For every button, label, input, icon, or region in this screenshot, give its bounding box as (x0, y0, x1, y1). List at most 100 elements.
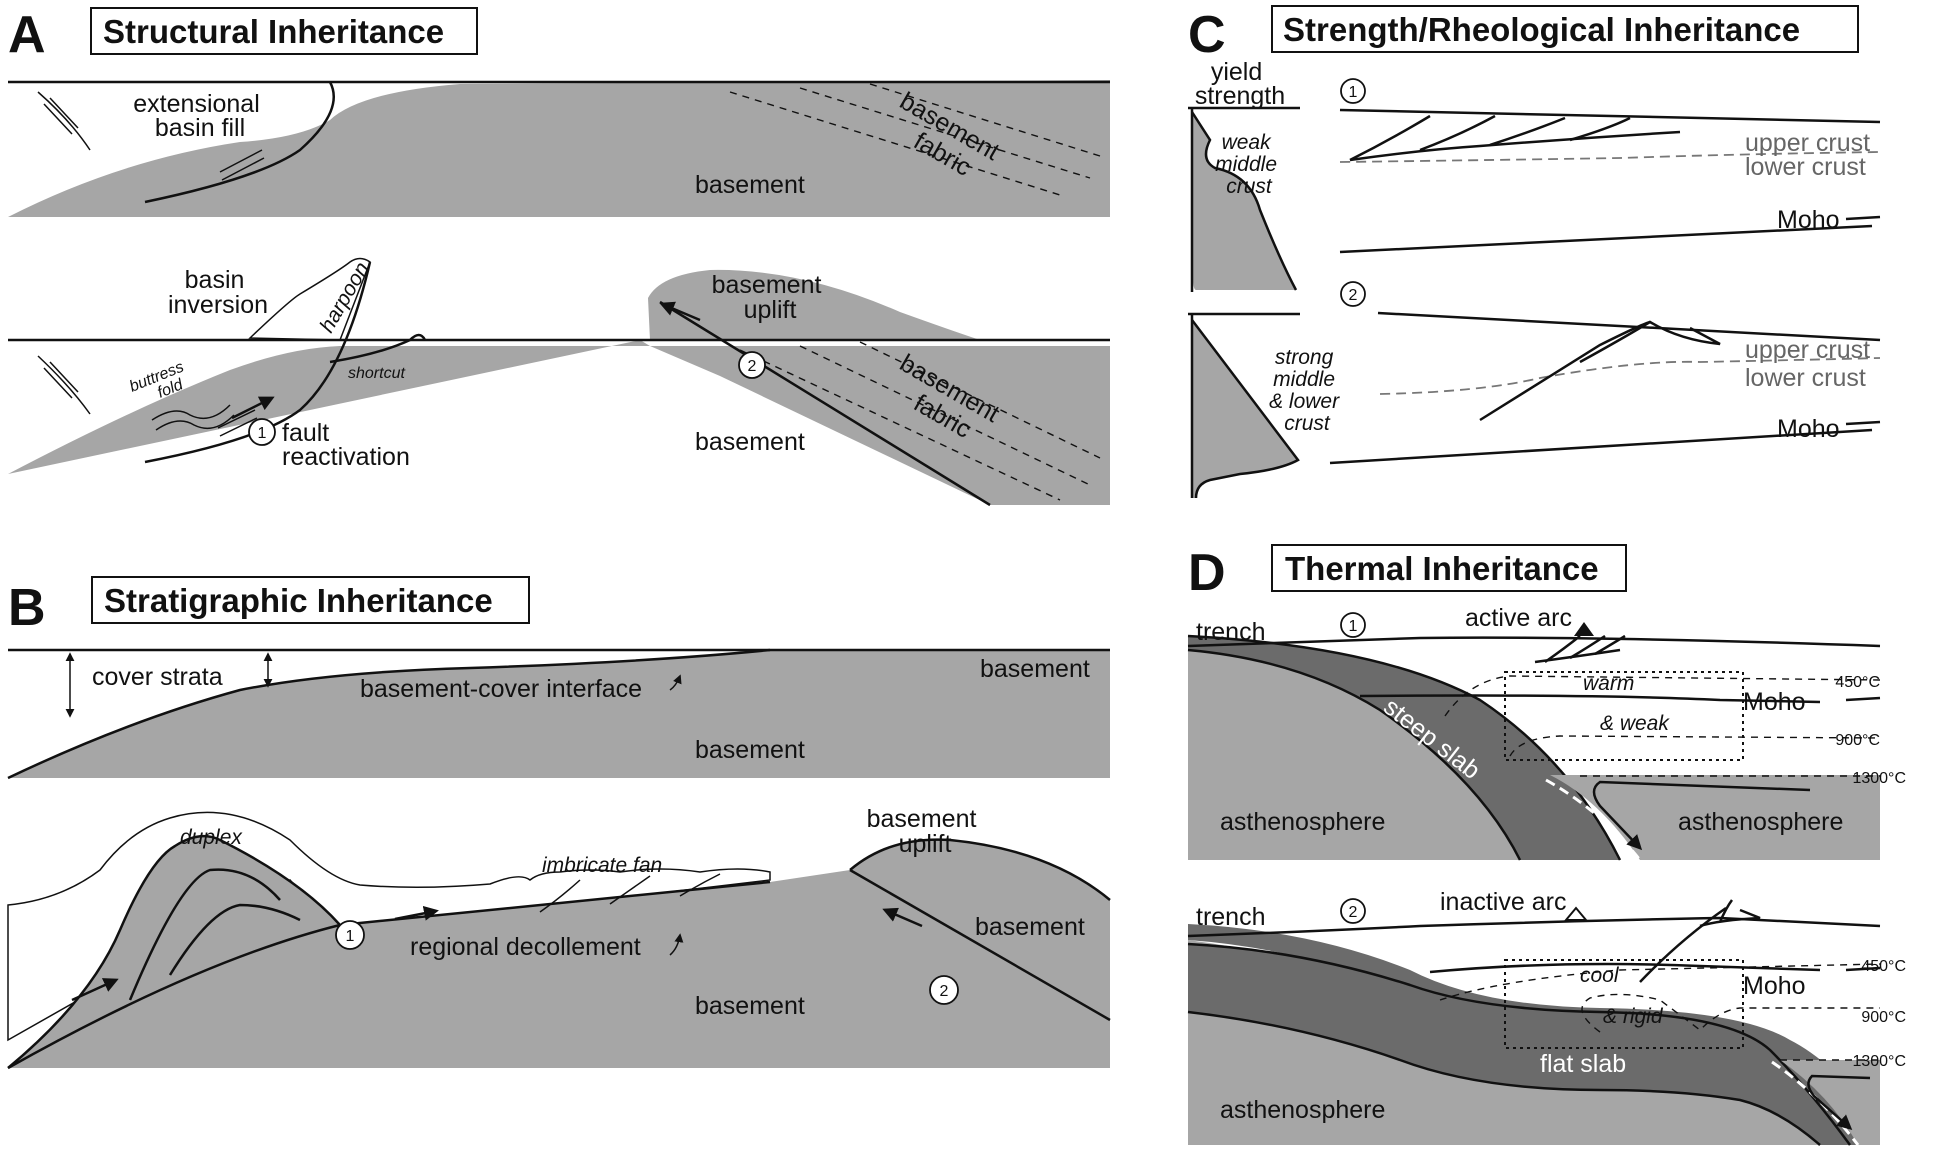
panel-b: B Stratigraphic Inheritance cover strata… (7, 576, 1111, 1070)
cover-strata-deformed (7, 811, 771, 1042)
rigid-label: & rigid (1603, 1005, 1664, 1028)
thrust-1 (1349, 114, 1431, 162)
asthenosphere-label: asthenosphere (1220, 1096, 1385, 1124)
reverse-slip-arrow-icon (231, 396, 275, 420)
basement-right-label: basement (980, 655, 1090, 683)
basement-label: basement (695, 428, 805, 456)
inactive-arc-icon (1563, 906, 1589, 921)
decollement-pointer-icon (669, 933, 684, 956)
marker-1-number: 1 (346, 928, 355, 945)
case-1-circle (1340, 612, 1366, 638)
normal-fault-line (144, 81, 335, 204)
basement-fabric-line-2 (799, 87, 1091, 179)
panel-c-title: Strength/Rheological Inheritance (1283, 11, 1800, 48)
case-2-number: 2 (1349, 287, 1358, 304)
panel-b-letter: B (8, 579, 46, 637)
moho-label: Moho (1743, 688, 1806, 716)
panel-c-case-2: strong middle & lower crust 2 upper crus… (1188, 281, 1881, 499)
extension-arrow-icon (43, 361, 79, 399)
basement-fabric-line-2 (799, 345, 1091, 486)
surface-line (1187, 636, 1881, 648)
isotherm-450 (1444, 675, 1881, 717)
moho-line-tail (1845, 215, 1881, 221)
moho-label: Moho (1777, 415, 1840, 443)
surface-line (1377, 311, 1881, 342)
isotherm-900 (1509, 735, 1881, 757)
isotherm-1300-label: 1300°C (1852, 770, 1906, 787)
arc-thrust-3 (1569, 634, 1606, 660)
case-1-circle (1340, 78, 1366, 104)
strong-middle-crust-label: strong middle & lower crust (1269, 346, 1345, 435)
isotherm-900 (1581, 993, 1880, 1033)
thrust-wedge (1579, 320, 1721, 364)
steep-slab (1188, 636, 1620, 860)
duplex-horse-2 (168, 903, 301, 976)
strength-profile (1192, 112, 1296, 290)
active-arc-icon (1574, 622, 1594, 636)
panel-c-case-1: weak middle crust 1 upper crust lower cr… (1188, 78, 1881, 292)
imbricate-thrust-1 (539, 879, 581, 913)
trench-label: trench (1196, 903, 1265, 931)
flat-slab-body (1188, 944, 1850, 1145)
uplift-slip-arrow-icon (882, 907, 923, 928)
panel-a: A Structural Inheritance extensional bas… (8, 6, 1110, 507)
weak-middle-crust-label: weak middle crust (1215, 131, 1283, 198)
case-2-circle (1340, 898, 1366, 924)
yield-strength-label: yield strength (1195, 58, 1285, 110)
basement-cover-interface-label: basement-cover interface (360, 675, 642, 703)
basement-right-label: basement (975, 913, 1085, 941)
regional-decollement-line (7, 880, 771, 1070)
corner-flow-arrow-icon (1807, 1074, 1871, 1130)
foreland-thrust-wedge (1699, 899, 1761, 928)
basement-fabric-line-1 (739, 349, 1061, 501)
marker-1-circle (335, 920, 365, 950)
extensional-basin-fill-label: extensional basin fill (133, 90, 266, 142)
arc-thrust-4 (1594, 634, 1626, 656)
uplift-slip-arrow-icon (659, 301, 701, 322)
active-arc-label: active arc (1465, 604, 1572, 632)
extension-fault-icon (37, 91, 91, 151)
case-2-circle (1340, 281, 1366, 307)
panel-b-top-section: cover strata basement-cover interface ba… (7, 648, 1110, 780)
isotherm-450 (1439, 963, 1881, 1001)
case-1-number: 1 (1349, 84, 1358, 101)
isotherm-450-label: 450°C (1835, 674, 1880, 691)
strength-profile-outline (1190, 111, 1298, 291)
extension-arrow-icon (43, 97, 79, 135)
uplift-outline (849, 838, 1111, 901)
panel-b-title-box (91, 576, 530, 624)
basement-label: basement (695, 736, 805, 764)
panel-d-letter: D (1188, 544, 1226, 602)
basement-block (8, 340, 1110, 505)
upper-lower-crust-boundary (1379, 357, 1881, 395)
marker-2-number: 2 (748, 358, 757, 375)
decollement-slip-arrow-icon (394, 905, 439, 921)
moho-line (1329, 428, 1873, 465)
moho-line-tail (1845, 696, 1881, 702)
warm-label: warm (1583, 672, 1634, 695)
basement-label: basement (695, 171, 805, 199)
harpoon-label: harpoon (315, 258, 373, 336)
thrust-slip-arrow-icon (71, 978, 119, 1002)
slab-base-line (1187, 648, 1522, 861)
moho-label: Moho (1777, 206, 1840, 234)
panel-c-letter: C (1188, 6, 1226, 64)
moho-line (1359, 694, 1821, 704)
slab-base-line (1187, 1010, 1821, 1146)
upper-lower-crust-boundary (1339, 151, 1881, 163)
trench-label: trench (1196, 618, 1265, 646)
slab-top-line (1187, 634, 1622, 861)
arc-thrust-1 (1534, 648, 1621, 664)
duplex-horse-1 (128, 868, 281, 1001)
uplift-fault-line (659, 300, 991, 507)
upper-crust-label: upper crust (1745, 336, 1870, 364)
basement-uplift-label: basement uplift (867, 805, 984, 858)
marker-1-circle (248, 418, 276, 446)
panel-b-bottom-section: duplex imbricate fan 1 regional decollem… (7, 805, 1111, 1070)
foreland-ramp (1639, 906, 1727, 983)
basin-inversion-label: basin inversion (168, 266, 268, 319)
panel-b-title: Stratigraphic Inheritance (104, 582, 493, 619)
strength-profile (1192, 320, 1298, 498)
detachment-line (1349, 130, 1681, 162)
